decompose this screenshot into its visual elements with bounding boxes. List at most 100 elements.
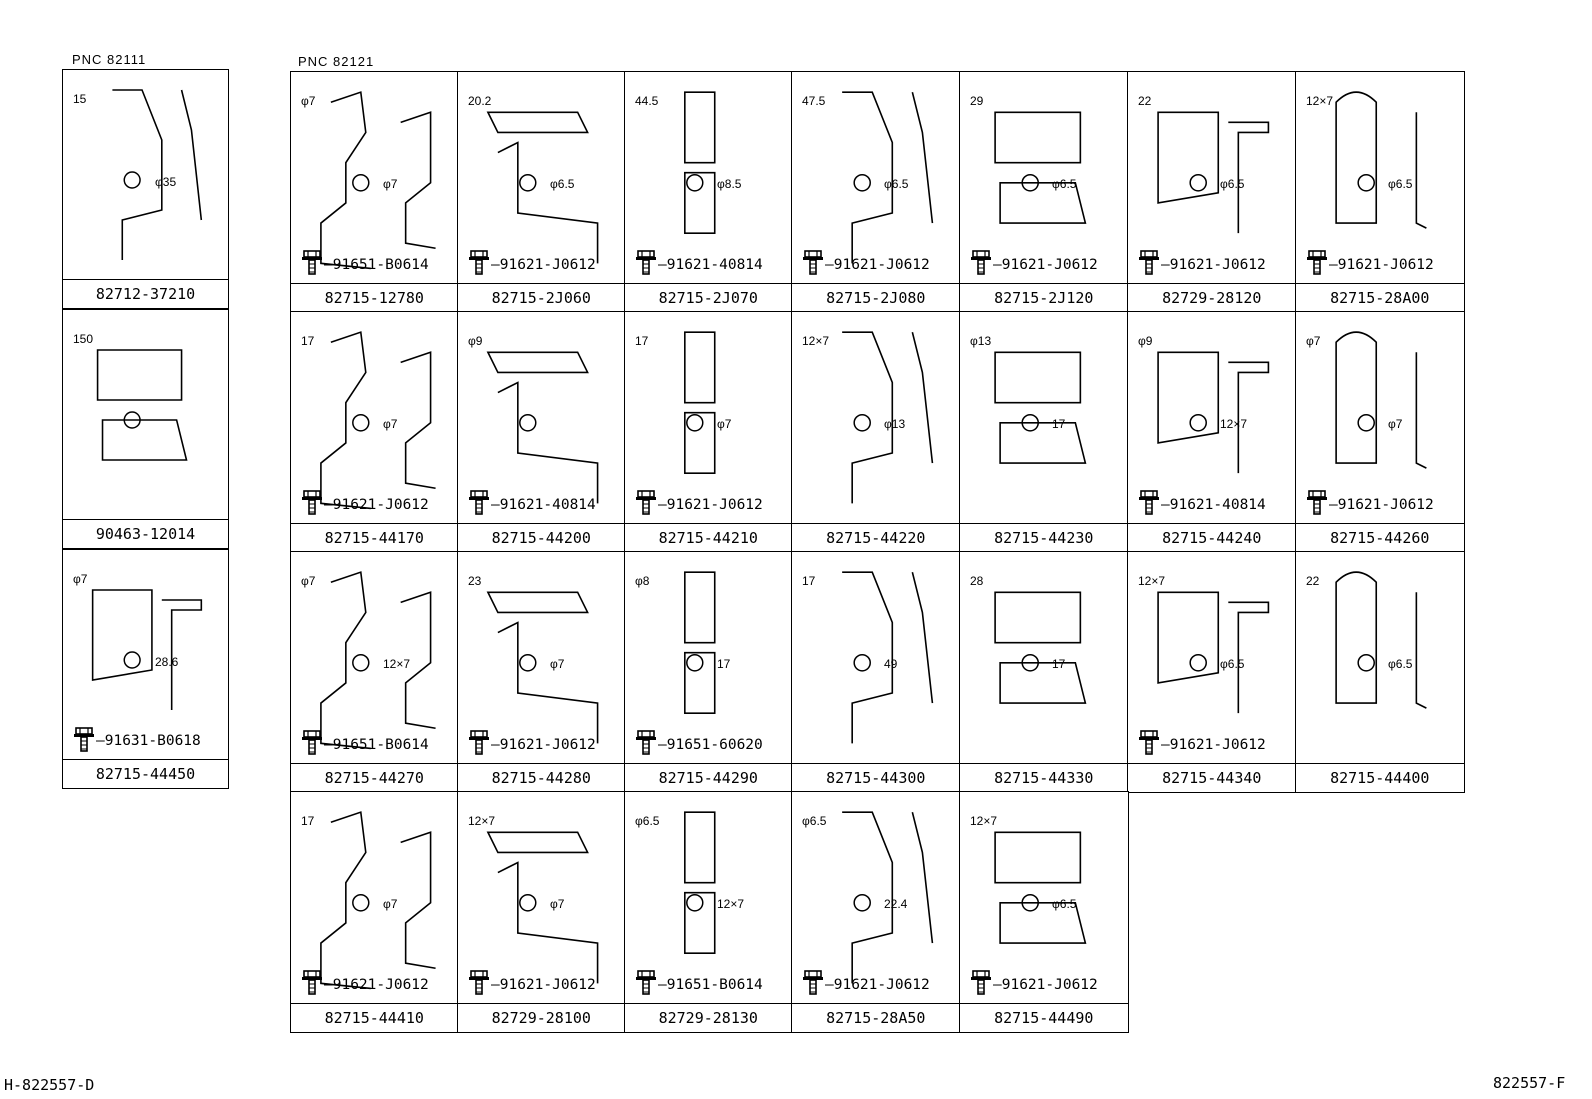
dimension-label: φ6.5 (1052, 177, 1077, 191)
bracket-sketch (486, 111, 599, 264)
bolt-part-number: —91621-40814 (491, 496, 596, 513)
mounting-hole (1021, 413, 1039, 432)
mounting-hole (853, 173, 871, 192)
bracket-outline (486, 591, 599, 744)
bolt-callout: —91621-J0612 (635, 490, 763, 518)
dimension-label: φ7 (383, 897, 398, 911)
bracket-sketch (1335, 331, 1427, 469)
dimension-label: 20.2 (468, 94, 492, 108)
part-number: 82715-44170 (291, 522, 458, 552)
bracket-outline (842, 331, 934, 504)
bolt-part-number: —91621-J0612 (491, 976, 596, 993)
mounting-hole (1021, 653, 1039, 672)
dimension-label: φ35 (155, 175, 177, 189)
bolt-icon (468, 969, 490, 1000)
bolt-icon (1138, 249, 1160, 280)
dimension-label: 12×7 (970, 814, 998, 828)
mounting-hole (352, 413, 370, 432)
bolt-icon (468, 249, 490, 280)
bolt-part-number: —91621-J0612 (658, 496, 763, 513)
part-number: 82715-12780 (291, 282, 458, 312)
part-number: 82729-28100 (458, 1002, 625, 1032)
bolt-icon (1306, 489, 1328, 520)
bracket-outline (320, 91, 436, 270)
mounting-hole (686, 173, 704, 192)
dimension-label: φ7 (550, 897, 565, 911)
bracket-outline (486, 111, 599, 264)
bracket-sketch (994, 111, 1087, 224)
part-drawing (1128, 72, 1296, 284)
part-number: 82715-44280 (458, 762, 625, 792)
bracket-sketch (842, 331, 934, 504)
mounting-hole (352, 893, 370, 912)
bracket-sketch (994, 591, 1087, 704)
dimension-label: φ7 (1388, 417, 1403, 431)
bolt-icon (635, 969, 657, 1000)
bolt-icon (301, 969, 323, 1000)
bracket-outline (994, 111, 1087, 224)
bolt-part-number: —91621-40814 (658, 256, 763, 273)
part-drawing (291, 552, 458, 764)
bracket-sketch (1335, 91, 1427, 229)
bolt-callout: —91631-B0618 (73, 726, 201, 754)
mounting-hole (519, 893, 537, 912)
main-pnc-label: PNC 82121 (298, 54, 375, 69)
mounting-hole (519, 653, 537, 672)
dimension-label: 17 (1052, 657, 1066, 671)
mounting-hole (519, 173, 537, 192)
part-number: 82715-44490 (960, 1002, 1128, 1032)
part-drawing (625, 792, 792, 1004)
dimension-label: 12×7 (383, 657, 411, 671)
dimension-label: 29 (970, 94, 984, 108)
bracket-outline (842, 571, 934, 744)
bracket-outline (1335, 91, 1427, 229)
part-number: 82715-2J080 (792, 282, 960, 312)
mounting-hole (123, 651, 141, 669)
part-number: 82715-44400 (1296, 762, 1464, 792)
dimension-label: 150 (73, 332, 94, 346)
bracket-sketch (1157, 351, 1270, 474)
bolt-icon (802, 969, 824, 1000)
bolt-icon (635, 249, 657, 280)
part-drawing (1128, 552, 1296, 764)
bolt-icon (635, 729, 657, 760)
part-drawing (792, 312, 960, 524)
part-drawing (291, 312, 458, 524)
part-number: 82729-28120 (1128, 282, 1296, 312)
part-drawing (1296, 312, 1464, 524)
mounting-hole (1189, 413, 1207, 432)
bolt-part-number: —91621-J0612 (1329, 256, 1434, 273)
bracket-sketch (486, 351, 599, 504)
bracket-sketch (320, 91, 436, 270)
bolt-part-number: —91651-B0614 (324, 256, 429, 273)
dimension-label: φ8 (635, 574, 650, 588)
part-number: 82715-28A00 (1296, 282, 1464, 312)
dimension-label: 12×7 (717, 897, 745, 911)
bolt-callout: —91651-B0614 (635, 969, 763, 1000)
dimension-label: φ7 (383, 417, 398, 431)
bolt-part-number: —91621-J0612 (1161, 736, 1266, 753)
bracket-outline (320, 571, 436, 750)
bolt-icon (970, 249, 992, 280)
bolt-part-number: —91621-J0612 (1329, 496, 1434, 513)
part-number: 82729-28130 (625, 1002, 792, 1032)
bolt-callout: —91621-J0612 (301, 969, 429, 1000)
bolt-callout: —91621-40814 (1138, 490, 1266, 518)
bracket-sketch (842, 571, 934, 744)
bolt-callout: —91621-J0612 (802, 250, 930, 278)
part-number: 82715-44260 (1296, 522, 1464, 552)
bolt-callout: —91621-J0612 (468, 730, 596, 758)
mounting-hole (123, 411, 141, 429)
bracket-sketch (112, 89, 203, 260)
dimension-label: 12×7 (1306, 94, 1334, 108)
